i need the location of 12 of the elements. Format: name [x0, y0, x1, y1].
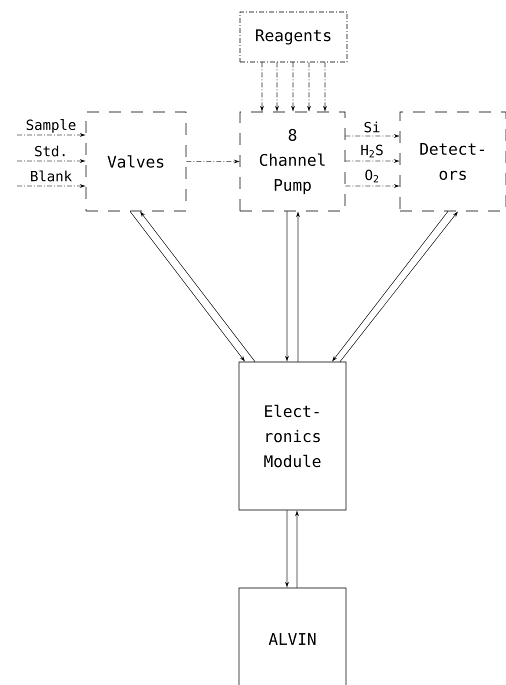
edge-label: Si	[363, 121, 381, 133]
edge-label: H$_{2}$S	[360, 144, 384, 158]
alvin-box: ALVIN	[238, 588, 346, 685]
valves-box: Valves	[86, 112, 186, 212]
edge-label: Sample	[25, 118, 77, 134]
pump-box: 8 Channel Pump	[240, 112, 346, 212]
detectors-box: Detect- ors	[400, 112, 506, 212]
edge-label: Blank	[29, 170, 73, 182]
electronics-box: Elect- ronics Module	[238, 362, 346, 510]
reagents-box: Reagents	[240, 12, 348, 62]
edge-label: Std.	[34, 145, 68, 157]
edge-label: O$_{2}$	[364, 169, 380, 183]
